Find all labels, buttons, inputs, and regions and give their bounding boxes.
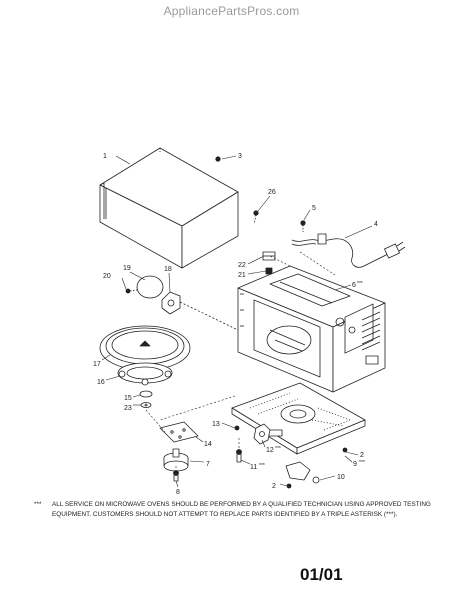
coupler — [139, 390, 153, 408]
callout-2-right: 2 — [360, 452, 364, 459]
callout-20: 20 — [103, 273, 111, 280]
callout-12: 12 — [266, 447, 274, 454]
cord-screw — [300, 220, 306, 232]
page-number: 01/01 — [300, 565, 343, 584]
lamp-bracket — [161, 291, 239, 331]
cabinet-screw — [215, 156, 259, 225]
power-cord — [291, 233, 406, 268]
callout-26: 26 — [268, 189, 276, 196]
callout-12-stars: *** — [275, 446, 281, 452]
callout-6-stars: *** — [357, 281, 363, 287]
callout-9: 9 — [353, 461, 357, 468]
callout-1: 1 — [103, 153, 107, 160]
inner-chassis — [237, 265, 386, 393]
callout-5: 5 — [312, 205, 316, 212]
callout-23: 23 — [124, 405, 132, 412]
callout-9-stars: *** — [359, 460, 365, 466]
callout-11: 11 — [250, 464, 257, 471]
callout-11-stars: *** — [259, 463, 265, 469]
callout-19: 19 — [123, 265, 131, 272]
base-screw — [234, 425, 240, 431]
callout-13: 13 — [212, 421, 220, 428]
base-plate — [231, 382, 366, 455]
bracket-plate — [159, 421, 199, 443]
callout-16: 16 — [97, 379, 105, 386]
callout-7: 7 — [206, 461, 210, 468]
switch-parts — [262, 251, 276, 275]
outer-cabinet — [99, 147, 239, 269]
callout-4: 4 — [374, 221, 378, 228]
rubber-foot — [285, 447, 348, 489]
callout-8: 8 — [176, 489, 180, 496]
callout-labels: 1 3 26 5 4 22 21 6 *** 19 20 18 17 16 15… — [93, 153, 378, 496]
lamp-cover — [125, 275, 164, 299]
callout-15: 15 — [124, 395, 132, 402]
callout-14: 14 — [204, 441, 212, 448]
callout-17: 17 — [93, 361, 101, 368]
note-asterisks: *** — [34, 501, 42, 508]
callout-6: 6 — [352, 282, 356, 289]
alignment-lines — [145, 251, 336, 472]
callout-21: 21 — [238, 272, 246, 279]
callout-3: 3 — [238, 153, 242, 160]
motor-mount — [253, 423, 271, 445]
roller-ring — [117, 362, 173, 386]
callout-18: 18 — [164, 266, 172, 273]
callout-2-left: 2 — [272, 483, 276, 490]
service-warning-note: *** All service on microwave ovens shoul… — [34, 500, 452, 520]
callout-22: 22 — [238, 262, 246, 269]
leader-lines — [101, 155, 373, 488]
callout-10: 10 — [337, 474, 345, 481]
note-text: All service on microwave ovens should be… — [52, 501, 431, 518]
watermark: AppliancePartsPros.com — [163, 4, 300, 18]
